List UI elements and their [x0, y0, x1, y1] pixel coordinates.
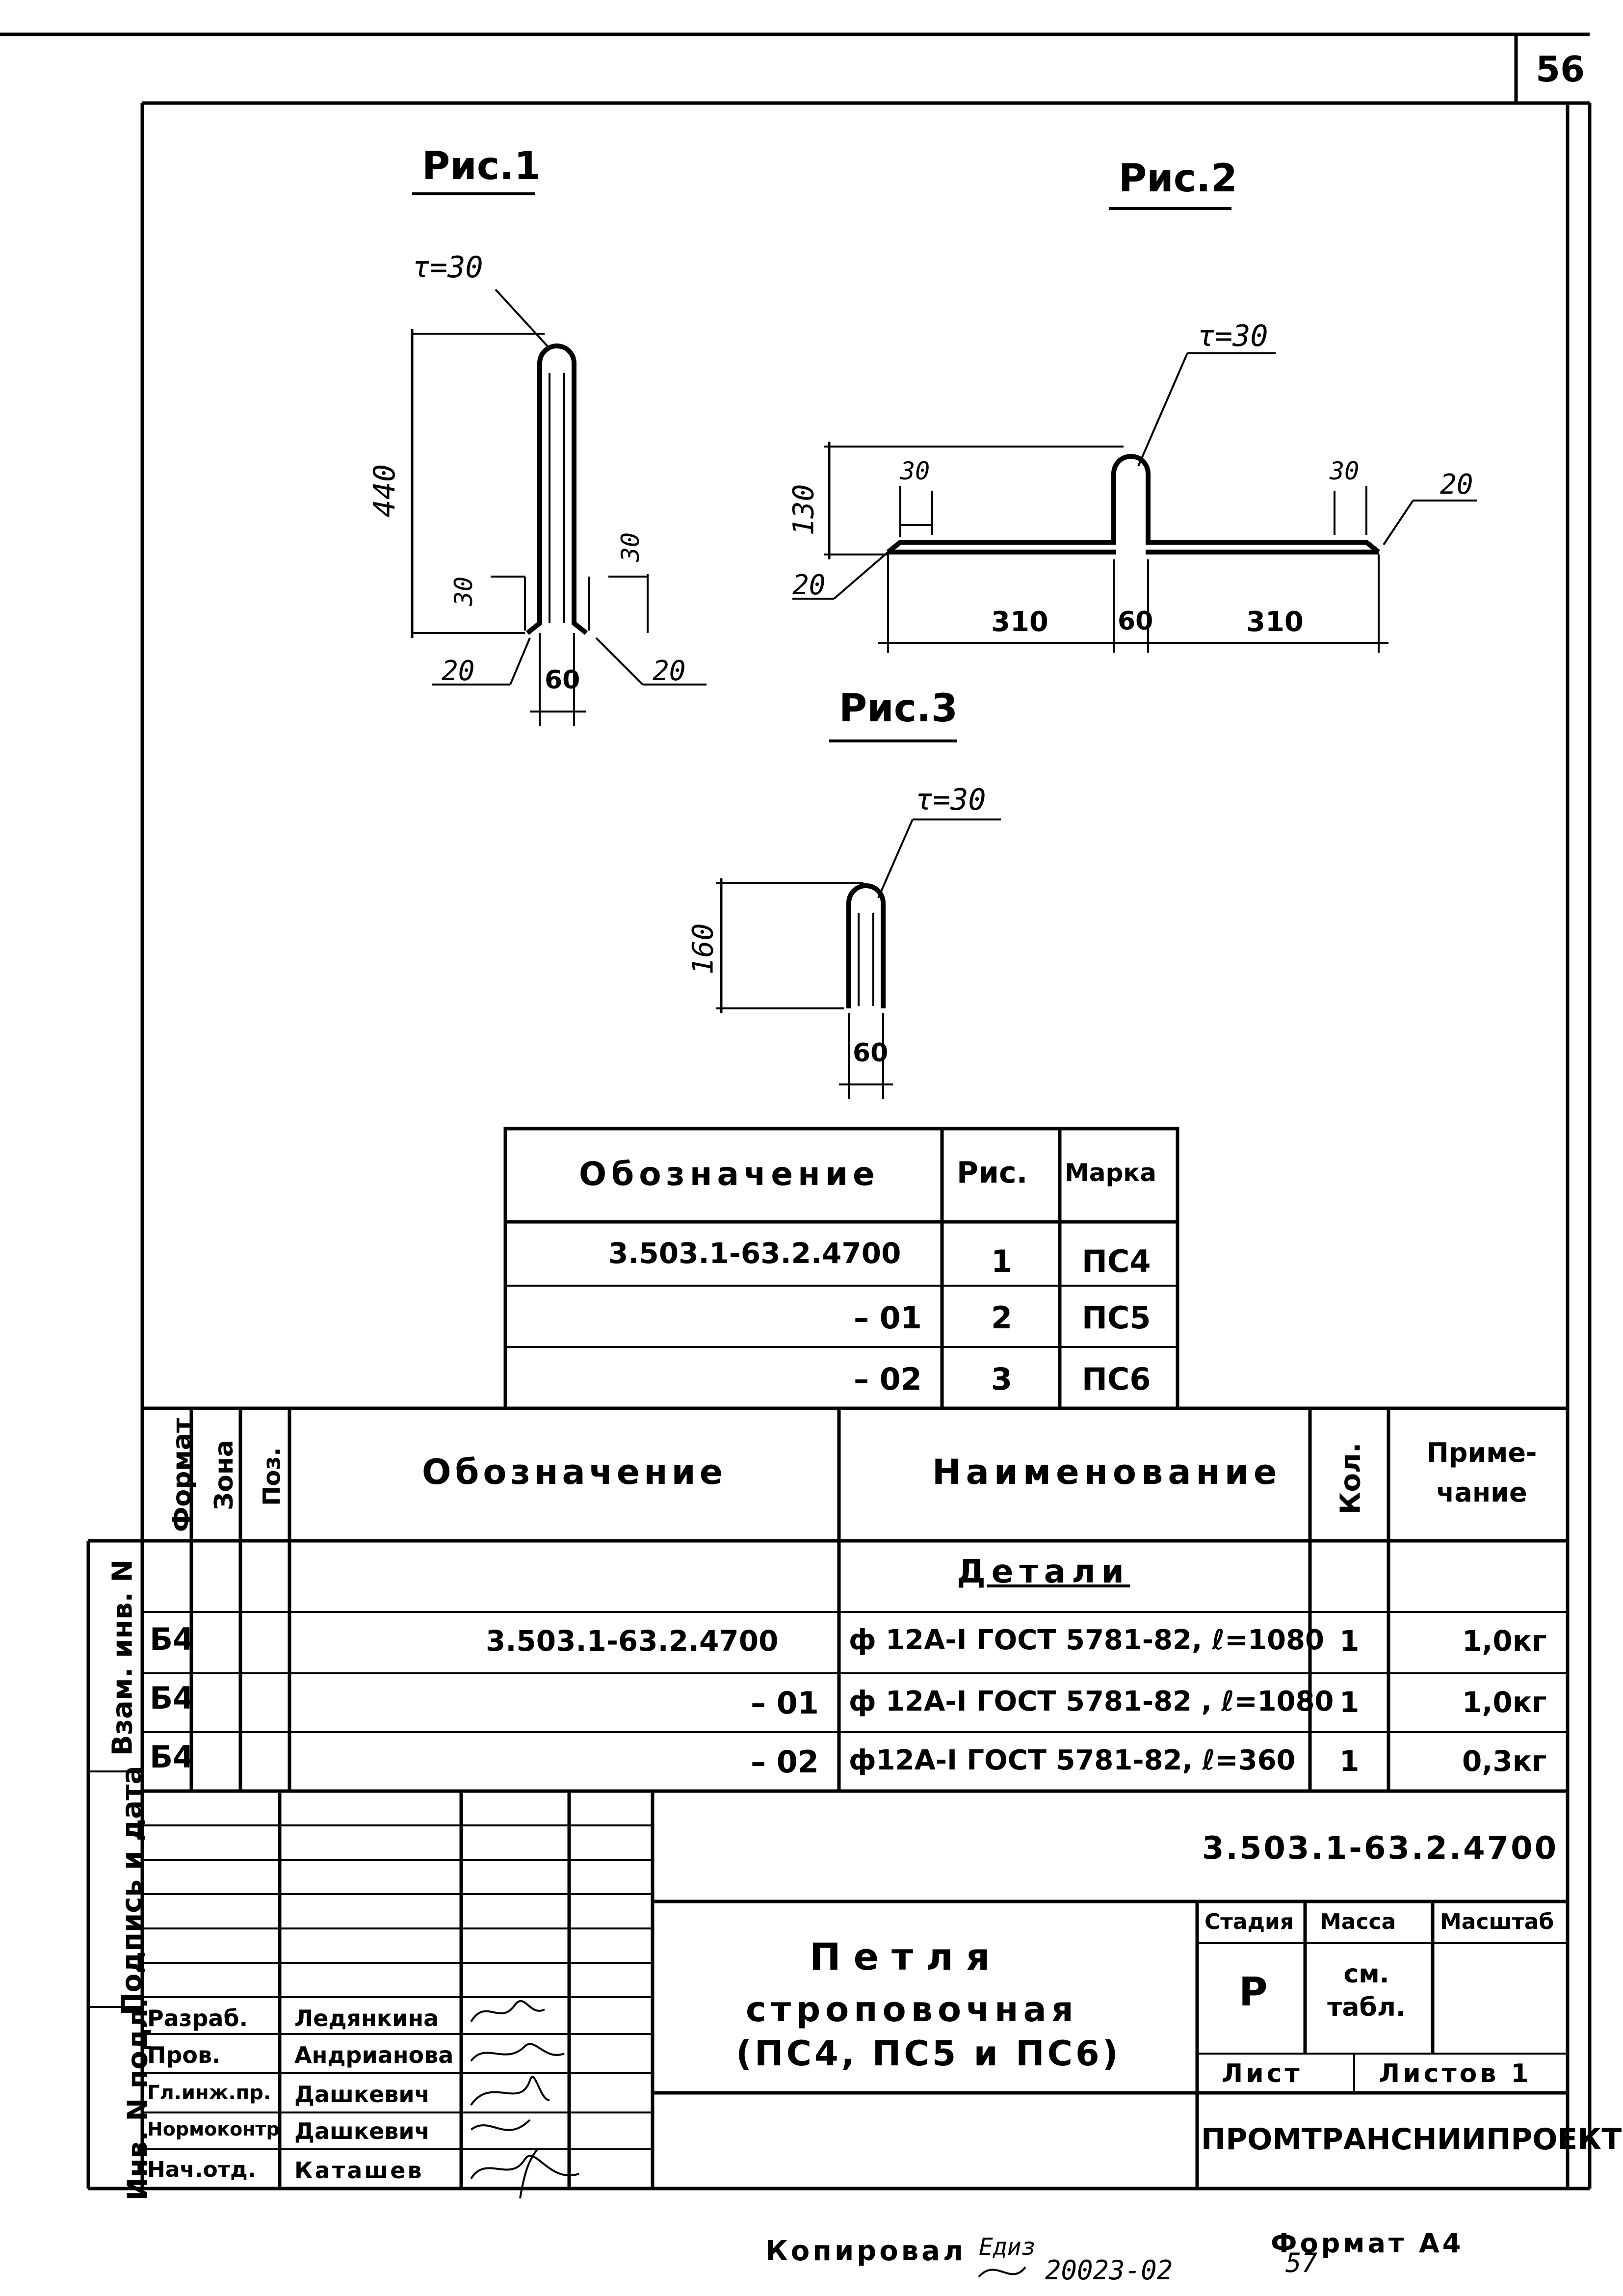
fig2-hook-right-label: 30 [1330, 457, 1360, 485]
marks-row1-mark: ПС4 [1082, 1243, 1151, 1279]
spec-row3-name: ф12А-I ГОСТ 5781-82, ℓ=360 [849, 1744, 1296, 1776]
spec-header-designation: Обозначение [422, 1452, 727, 1492]
marks-row1-designation: 3.503.1-63.2.4700 [608, 1237, 901, 1270]
sheet-number: 56 [1536, 49, 1585, 90]
scale-label: Масштаб [1440, 1909, 1554, 1934]
fig3-radius-label: τ=30 [915, 783, 986, 817]
footer-format: Формат А4 [1271, 2228, 1464, 2259]
marks-row1-fig: 1 [991, 1243, 1013, 1279]
mass-label: Масса [1320, 1909, 1396, 1934]
spec-row3-note: 0,3кг [1462, 1744, 1547, 1778]
spec-row2-designation: – 01 [751, 1685, 819, 1721]
sheet-label: Лист [1222, 2059, 1303, 2088]
fig2-arm-right-label: 310 [1246, 606, 1304, 638]
fig1-radius-label: τ=30 [412, 250, 483, 285]
spec-row1-format: Б4 [150, 1621, 194, 1657]
sig-role-checker: Пров. [147, 2042, 221, 2068]
spec-row2-qty: 1 [1339, 1686, 1360, 1719]
sig-role-chief-engineer: Гл.инж.пр. [147, 2082, 271, 2104]
organization: ПРОМТРАНСНИИПРОЕКТ [1201, 2122, 1622, 2157]
fig3-height-label: 160 [686, 923, 720, 975]
stage-value: Р [1239, 1969, 1268, 2015]
sig-role-norm-control: Нормоконтр [147, 2118, 280, 2140]
marks-row3-mark: ПС6 [1082, 1361, 1151, 1397]
spec-header-note: Приме-чание [1426, 1437, 1537, 1508]
footer-copied: Копировал [765, 2235, 966, 2267]
spec-header-pos: Поз. [258, 1447, 286, 1506]
spec-row2-format: Б4 [150, 1680, 194, 1716]
spec-row3-qty: 1 [1339, 1744, 1360, 1778]
fig3-width-label: 60 [853, 1038, 889, 1068]
marks-header-designation: Обозначение [579, 1155, 880, 1193]
title-line1: Петля [810, 1935, 1003, 1979]
fig2-end-left-label: 20 [792, 569, 826, 601]
spec-row1-qty: 1 [1339, 1624, 1360, 1658]
title-line2: строповочная [746, 1989, 1078, 2030]
sig-name-norm-control: Дашкевич [294, 2118, 430, 2144]
footer-page: 57 [1285, 2247, 1318, 2278]
spec-row3-format: Б4 [150, 1739, 194, 1775]
marks-row2-fig: 2 [991, 1300, 1013, 1336]
fig2-radius-label: τ=30 [1197, 319, 1268, 353]
spec-row1-name: ф 12А-I ГОСТ 5781-82, ℓ=1080 [849, 1624, 1324, 1656]
title-line3: (ПС4, ПС5 и ПС6) [736, 2033, 1121, 2074]
fig1-end-right-label: 20 [653, 655, 686, 687]
footer-copier-sign: Едиз [979, 2233, 1036, 2261]
fig1-end-left-label: 20 [442, 655, 475, 687]
spec-header-zone: Зона [209, 1440, 239, 1510]
marks-row3-fig: 3 [991, 1361, 1013, 1397]
fig3-title: Рис.3 [839, 686, 958, 731]
spec-row2-note: 1,0кг [1462, 1686, 1547, 1719]
spec-row3-designation: – 02 [751, 1744, 819, 1780]
stage-label: Стадия [1204, 1909, 1294, 1934]
fig2-hook-left-label: 30 [900, 457, 930, 485]
marks-header-mark: Марка [1065, 1159, 1156, 1187]
mass-value: см. табл. [1327, 1959, 1406, 2022]
marks-header-fig: Рис. [957, 1156, 1028, 1190]
footer-order: 20023-02 [1045, 2255, 1173, 2286]
fig2-arm-left-label: 310 [991, 606, 1048, 638]
spec-row1-note: 1,0кг [1462, 1624, 1547, 1658]
sig-role-dept-head: Нач.отд. [147, 2157, 256, 2182]
spec-row1-designation: 3.503.1-63.2.4700 [486, 1624, 779, 1658]
stamp-signature-date: Подпись и дата [116, 1766, 148, 2016]
fig1-height-label: 440 [367, 464, 402, 518]
sheets-label: Листов 1 [1379, 2059, 1532, 2088]
marks-row2-designation: – 01 [854, 1300, 922, 1336]
fig1-hook-right-label: 30 [616, 532, 645, 562]
marks-row2-mark: ПС5 [1082, 1300, 1151, 1336]
spec-header-name: Наименование [932, 1452, 1282, 1492]
spec-header-qty: Кол. [1335, 1442, 1367, 1515]
fig2-title: Рис.2 [1119, 157, 1237, 201]
spec-header-format: Формат [167, 1418, 197, 1532]
sig-name-developer: Ледянкина [294, 2005, 439, 2032]
doc-code: 3.503.1-63.2.4700 [1202, 1830, 1559, 1867]
fig1-width-label: 60 [545, 665, 580, 695]
fig2-width-label: 60 [1118, 607, 1153, 636]
stamp-replace-inv: Взам. инв. N [106, 1559, 139, 1756]
fig2-end-right-label: 20 [1440, 469, 1473, 501]
sig-role-developer: Разраб. [147, 2005, 248, 2032]
fig1-hook-left-label: 30 [449, 576, 478, 607]
sig-name-chief-engineer: Дашкевич [294, 2081, 430, 2108]
fig1-title: Рис.1 [422, 144, 541, 188]
sig-name-dept-head: Каташев [294, 2157, 424, 2184]
sig-name-checker: Андрианова [294, 2042, 454, 2068]
marks-row3-designation: – 02 [854, 1361, 922, 1397]
fig2-height-label: 130 [786, 484, 820, 536]
spec-section-details: Детали [957, 1553, 1130, 1590]
spec-row2-name: ф 12А-I ГОСТ 5781-82 , ℓ=1080 [849, 1686, 1334, 1717]
